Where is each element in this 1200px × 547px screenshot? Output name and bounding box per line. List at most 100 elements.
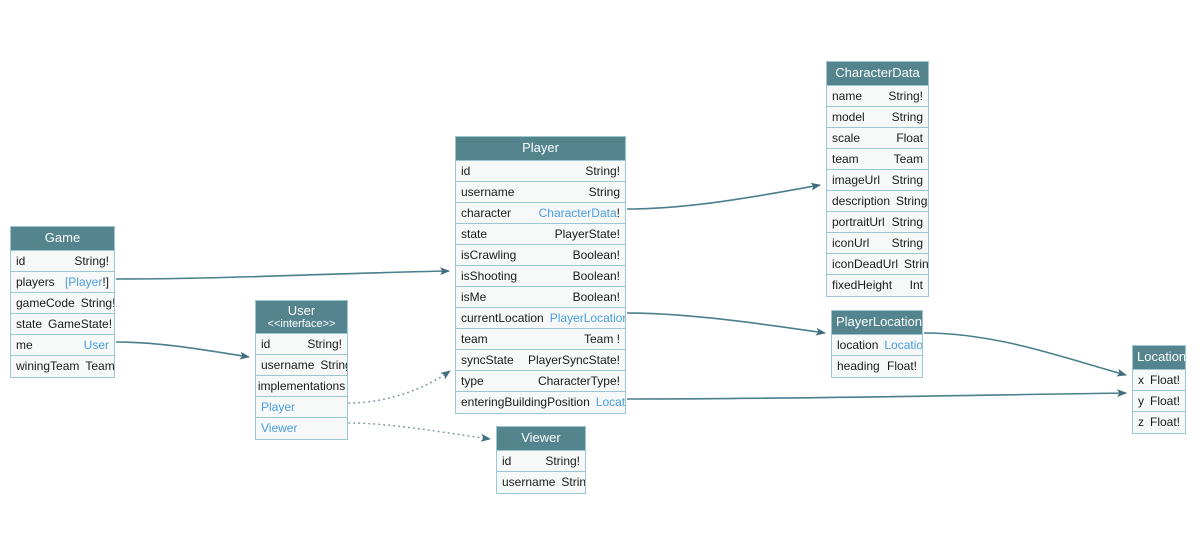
field-row[interactable]: state GameState!: [11, 314, 114, 335]
field-type: String!: [74, 253, 109, 268]
entity-user[interactable]: User <<interface>> id String! username S…: [255, 300, 348, 440]
entity-playerlocation[interactable]: PlayerLocation location Location! headin…: [831, 310, 923, 378]
entity-playerlocation-title: PlayerLocation: [832, 311, 922, 335]
field-type: String!: [888, 88, 923, 103]
field-type: String: [588, 184, 620, 199]
field-row[interactable]: x Float!: [1133, 370, 1185, 391]
field-type: Int: [909, 278, 923, 292]
field-name: id: [461, 163, 471, 178]
implementations-section-label: implementations: [256, 376, 347, 397]
field-row[interactable]: me User: [11, 335, 114, 356]
field-row[interactable]: location Location!: [832, 335, 922, 356]
field-type: Boolean!: [572, 268, 620, 283]
field-type: CharacterType!: [537, 373, 620, 388]
field-row[interactable]: isMe Boolean!: [456, 287, 625, 308]
field-row[interactable]: isShooting Boolean!: [456, 266, 625, 287]
field-name: id: [261, 336, 271, 351]
field-row[interactable]: players [Player!]: [11, 272, 114, 293]
implementation-name[interactable]: Player: [261, 399, 296, 414]
implementation-item-player[interactable]: Player: [256, 397, 347, 418]
field-type: Location!: [884, 335, 922, 355]
field-name: isShooting: [461, 268, 518, 283]
edge-user-implements-player: [348, 370, 451, 404]
field-type: [Player!]: [64, 272, 109, 292]
field-row[interactable]: state PlayerState!: [456, 224, 625, 245]
field-row[interactable]: iconUrl String: [827, 233, 928, 254]
entity-characterdata[interactable]: CharacterData name String! model String …: [826, 61, 929, 297]
field-type: Team: [893, 151, 923, 166]
field-row[interactable]: id String!: [256, 334, 347, 355]
field-row[interactable]: id String!: [456, 161, 625, 182]
field-type-link[interactable]: Location: [884, 337, 922, 352]
field-type-link[interactable]: CharacterData: [538, 205, 617, 220]
entity-player-title: Player: [456, 137, 625, 161]
field-type-link[interactable]: Location: [595, 395, 625, 409]
field-row[interactable]: character CharacterData!: [456, 203, 625, 224]
field-name: winingTeam: [16, 359, 80, 373]
field-row[interactable]: iconDeadUrl String: [827, 254, 928, 275]
field-row[interactable]: scale Float: [827, 128, 928, 149]
field-type: Team: [85, 359, 114, 373]
field-type: Float!: [1150, 372, 1181, 387]
field-name: me: [16, 337, 33, 352]
entity-game[interactable]: Game id String! players [Player!] gameCo…: [10, 226, 115, 378]
field-type-link[interactable]: User: [83, 337, 109, 352]
field-name: description: [832, 193, 891, 208]
field-name: z: [1138, 415, 1144, 429]
field-name: currentLocation: [461, 310, 544, 325]
field-type: String: [891, 109, 923, 124]
field-type: String!: [545, 453, 580, 468]
field-row[interactable]: y Float!: [1133, 391, 1185, 412]
entity-viewer[interactable]: Viewer id String! username String: [496, 426, 586, 494]
edge-player-enteringbuildingposition-to-location: [626, 389, 1127, 400]
field-type: Team !: [583, 331, 620, 346]
field-row[interactable]: id String!: [11, 251, 114, 272]
field-row[interactable]: id String!: [497, 451, 585, 472]
field-type-link[interactable]: [Player: [64, 274, 103, 289]
field-type: Float!: [1150, 393, 1181, 408]
field-row[interactable]: isCrawling Boolean!: [456, 245, 625, 266]
field-name: syncState: [461, 352, 514, 367]
field-row[interactable]: username String: [256, 355, 347, 376]
field-name: x: [1138, 372, 1144, 387]
field-type: String!: [307, 336, 342, 351]
field-row[interactable]: type CharacterType!: [456, 371, 625, 392]
field-row[interactable]: winingTeam Team: [11, 356, 114, 377]
field-row[interactable]: imageUrl String: [827, 170, 928, 191]
field-row[interactable]: description String: [827, 191, 928, 212]
field-type: String: [891, 235, 923, 250]
field-row[interactable]: enteringBuildingPosition Location: [456, 392, 625, 413]
field-row[interactable]: heading Float!: [832, 356, 922, 377]
field-name: enteringBuildingPosition: [461, 395, 590, 409]
field-row[interactable]: syncState PlayerSyncState!: [456, 350, 625, 371]
implementation-name[interactable]: Viewer: [261, 421, 298, 435]
field-row[interactable]: name String!: [827, 86, 928, 107]
field-name: username: [261, 357, 315, 372]
edge-playerlocation-location-to-location: [923, 332, 1127, 377]
field-type-suffix: !]: [102, 274, 109, 289]
field-name: heading: [837, 359, 880, 373]
entity-player[interactable]: Player id String! username String charac…: [455, 136, 626, 414]
field-name: team: [832, 151, 859, 166]
field-type: String!: [80, 295, 114, 310]
field-row[interactable]: team Team: [827, 149, 928, 170]
field-row[interactable]: team Team !: [456, 329, 625, 350]
field-row[interactable]: username String: [497, 472, 585, 493]
implementation-item-viewer[interactable]: Viewer: [256, 418, 347, 439]
entity-game-title: Game: [11, 227, 114, 251]
field-name: isMe: [461, 289, 487, 304]
field-row[interactable]: fixedHeight Int: [827, 275, 928, 296]
field-row[interactable]: model String: [827, 107, 928, 128]
field-type: Float!: [1150, 415, 1181, 429]
field-type: String: [891, 214, 923, 229]
field-row[interactable]: currentLocation PlayerLocation!: [456, 308, 625, 329]
edge-game-players-to-player: [115, 267, 450, 280]
field-type-link[interactable]: PlayerLocation: [549, 310, 625, 325]
field-row[interactable]: gameCode String!: [11, 293, 114, 314]
field-row[interactable]: z Float!: [1133, 412, 1185, 433]
field-row[interactable]: portraitUrl String: [827, 212, 928, 233]
field-name: isCrawling: [461, 247, 517, 262]
entity-location[interactable]: Location x Float! y Float! z Float!: [1132, 345, 1186, 434]
field-row[interactable]: username String: [456, 182, 625, 203]
